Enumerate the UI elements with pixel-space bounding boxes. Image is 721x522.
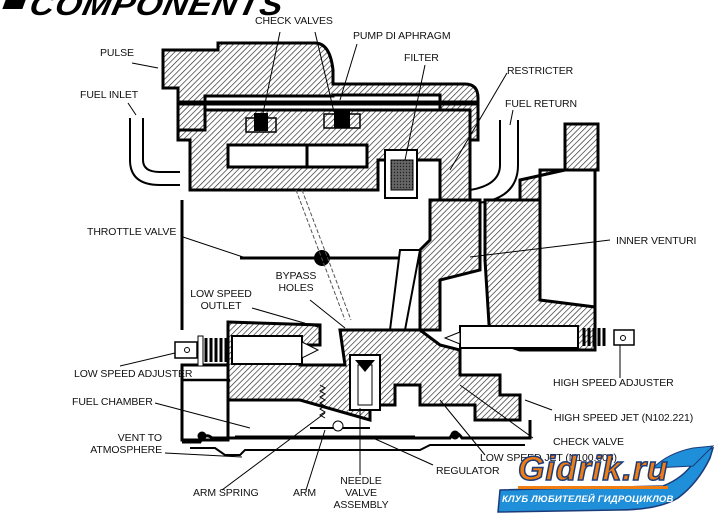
label-low-speed-outlet: LOW SPEED OUTLET bbox=[190, 288, 252, 312]
watermark-subtitle: КЛУБ ЛЮБИТЕЛЕЙ ГИДРОЦИКЛОВ bbox=[502, 494, 674, 505]
label-fuel-inlet: FUEL INLET bbox=[80, 89, 139, 101]
right-upper-block bbox=[518, 122, 600, 207]
label-arm: ARM bbox=[293, 487, 317, 499]
check-valve-left bbox=[245, 113, 277, 133]
leader-lines bbox=[119, 31, 621, 491]
high-speed-adjuster bbox=[443, 325, 635, 349]
label-arm-spring: ARM SPRING bbox=[193, 487, 259, 499]
label-needle-valve-assembly: NEEDLE VALVE ASSEMBLY bbox=[333, 475, 389, 511]
low-speed-adjuster bbox=[174, 335, 320, 367]
label-check-valve: CHECK VALVE bbox=[553, 436, 624, 448]
venturi-block bbox=[418, 198, 482, 332]
label-check-valves: CHECK VALVES bbox=[255, 15, 333, 27]
label-restricter: RESTRICTER bbox=[507, 65, 574, 77]
label-pulse: PULSE bbox=[100, 47, 134, 59]
watermark-name: Gidrik.ru bbox=[517, 449, 669, 489]
check-valve-right bbox=[323, 110, 361, 129]
label-inner-venturi: INNER VENTURI bbox=[616, 235, 697, 247]
filter bbox=[384, 149, 418, 199]
label-low-speed-jet: LOW SPEED JET (N100.606) bbox=[480, 452, 617, 464]
label-low-speed-adjuster: LOW SPEED ADJUSTER bbox=[74, 368, 193, 380]
label-throttle-valve: THROTTLE VALVE bbox=[87, 226, 177, 238]
label-bypass-holes: BYPASS HOLES bbox=[275, 270, 317, 294]
watermark-shape bbox=[497, 445, 715, 513]
label-high-speed-adjuster: HIGH SPEED ADJUSTER bbox=[553, 377, 674, 389]
label-fuel-chamber: FUEL CHAMBER bbox=[72, 396, 153, 408]
fuel-return-pipe bbox=[469, 120, 501, 191]
gidrik-watermark: Gidrik.ru КЛУБ ЛЮБИТЕЛЕЙ ГИДРОЦИКЛОВ bbox=[488, 438, 718, 520]
regulator-diaphragm bbox=[180, 378, 532, 456]
label-fuel-return: FUEL RETURN bbox=[505, 98, 578, 110]
fuel-inlet-pipe bbox=[129, 118, 180, 186]
label-pump-diaphragm: PUMP DI APHRAGM bbox=[353, 30, 451, 42]
label-filter: FILTER bbox=[404, 52, 439, 64]
pump-cover bbox=[161, 41, 480, 142]
label-high-speed-jet: HIGH SPEED JET (N102.221) bbox=[554, 412, 694, 424]
needle-valve bbox=[349, 354, 381, 411]
label-regulator: REGULATOR bbox=[436, 465, 500, 477]
label-vent-to-atmosphere: VENT TO ATMOSPHERE bbox=[90, 432, 162, 456]
